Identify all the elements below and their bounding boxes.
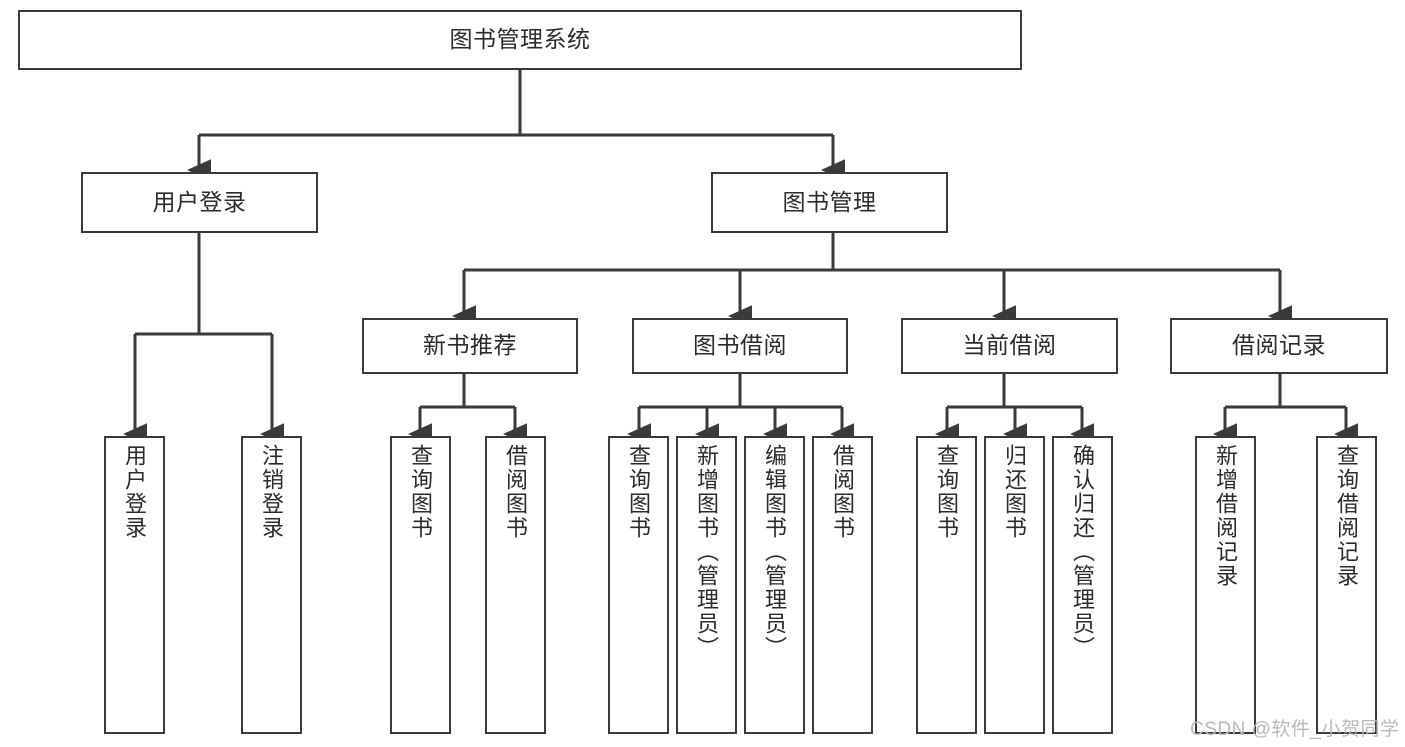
csdn-watermark: CSDN @软件_小贺同学 xyxy=(1190,719,1400,740)
node-label: 图书借阅 xyxy=(693,332,787,359)
node-label: 借阅记录 xyxy=(1232,332,1326,359)
node-leaf-return-book[interactable]: 归还图书 xyxy=(984,436,1045,734)
node-root-book-management-system[interactable]: 图书管理系统 xyxy=(18,10,1022,70)
node-leaf-edit-book-admin[interactable]: 编辑图书（管理员） xyxy=(744,436,805,734)
node-user-login[interactable]: 用户登录 xyxy=(81,172,318,233)
node-label: 图书管理 xyxy=(782,188,877,215)
node-leaf-borrow-book[interactable]: 借阅图书 xyxy=(812,436,873,734)
node-label: 用户登录 xyxy=(122,444,148,540)
node-label: 编辑图书（管理员） xyxy=(762,444,788,660)
node-leaf-logout[interactable]: 注销登录 xyxy=(241,436,302,734)
node-label: 注销登录 xyxy=(259,444,285,540)
node-label: 归还图书 xyxy=(1002,444,1028,540)
node-label: 新书推荐 xyxy=(423,332,517,359)
node-book-management[interactable]: 图书管理 xyxy=(711,172,948,233)
node-leaf-add-book-admin[interactable]: 新增图书（管理员） xyxy=(676,436,737,734)
node-label: 借阅图书 xyxy=(830,444,856,540)
node-label: 用户登录 xyxy=(152,188,247,215)
node-leaf-search-book-borrow[interactable]: 查询图书 xyxy=(608,436,669,734)
node-label: 新增图书（管理员） xyxy=(694,444,720,660)
node-label: 图书管理系统 xyxy=(449,26,591,53)
node-current-borrow[interactable]: 当前借阅 xyxy=(901,318,1118,374)
node-borrow-record[interactable]: 借阅记录 xyxy=(1170,318,1388,374)
node-label: 当前借阅 xyxy=(962,332,1057,359)
node-leaf-confirm-return-admin[interactable]: 确认归还（管理员） xyxy=(1052,436,1113,734)
node-label: 借阅图书 xyxy=(503,444,529,540)
node-label: 查询图书 xyxy=(934,444,960,540)
node-new-book-recommend[interactable]: 新书推荐 xyxy=(362,318,578,374)
node-leaf-user-login[interactable]: 用户登录 xyxy=(104,436,165,734)
node-leaf-borrow-book-recommend[interactable]: 借阅图书 xyxy=(485,436,546,734)
node-label: 新增借阅记录 xyxy=(1213,444,1239,588)
node-label: 确认归还（管理员） xyxy=(1070,444,1096,660)
node-leaf-add-borrow-record[interactable]: 新增借阅记录 xyxy=(1195,436,1256,734)
node-label: 查询图书 xyxy=(626,444,652,540)
node-label: 查询图书 xyxy=(408,444,434,540)
node-leaf-search-borrow-record[interactable]: 查询借阅记录 xyxy=(1316,436,1377,734)
node-leaf-search-book-recommend[interactable]: 查询图书 xyxy=(390,436,451,734)
node-leaf-search-book-current[interactable]: 查询图书 xyxy=(916,436,977,734)
node-book-borrow[interactable]: 图书借阅 xyxy=(632,318,848,374)
node-label: 查询借阅记录 xyxy=(1334,444,1360,588)
